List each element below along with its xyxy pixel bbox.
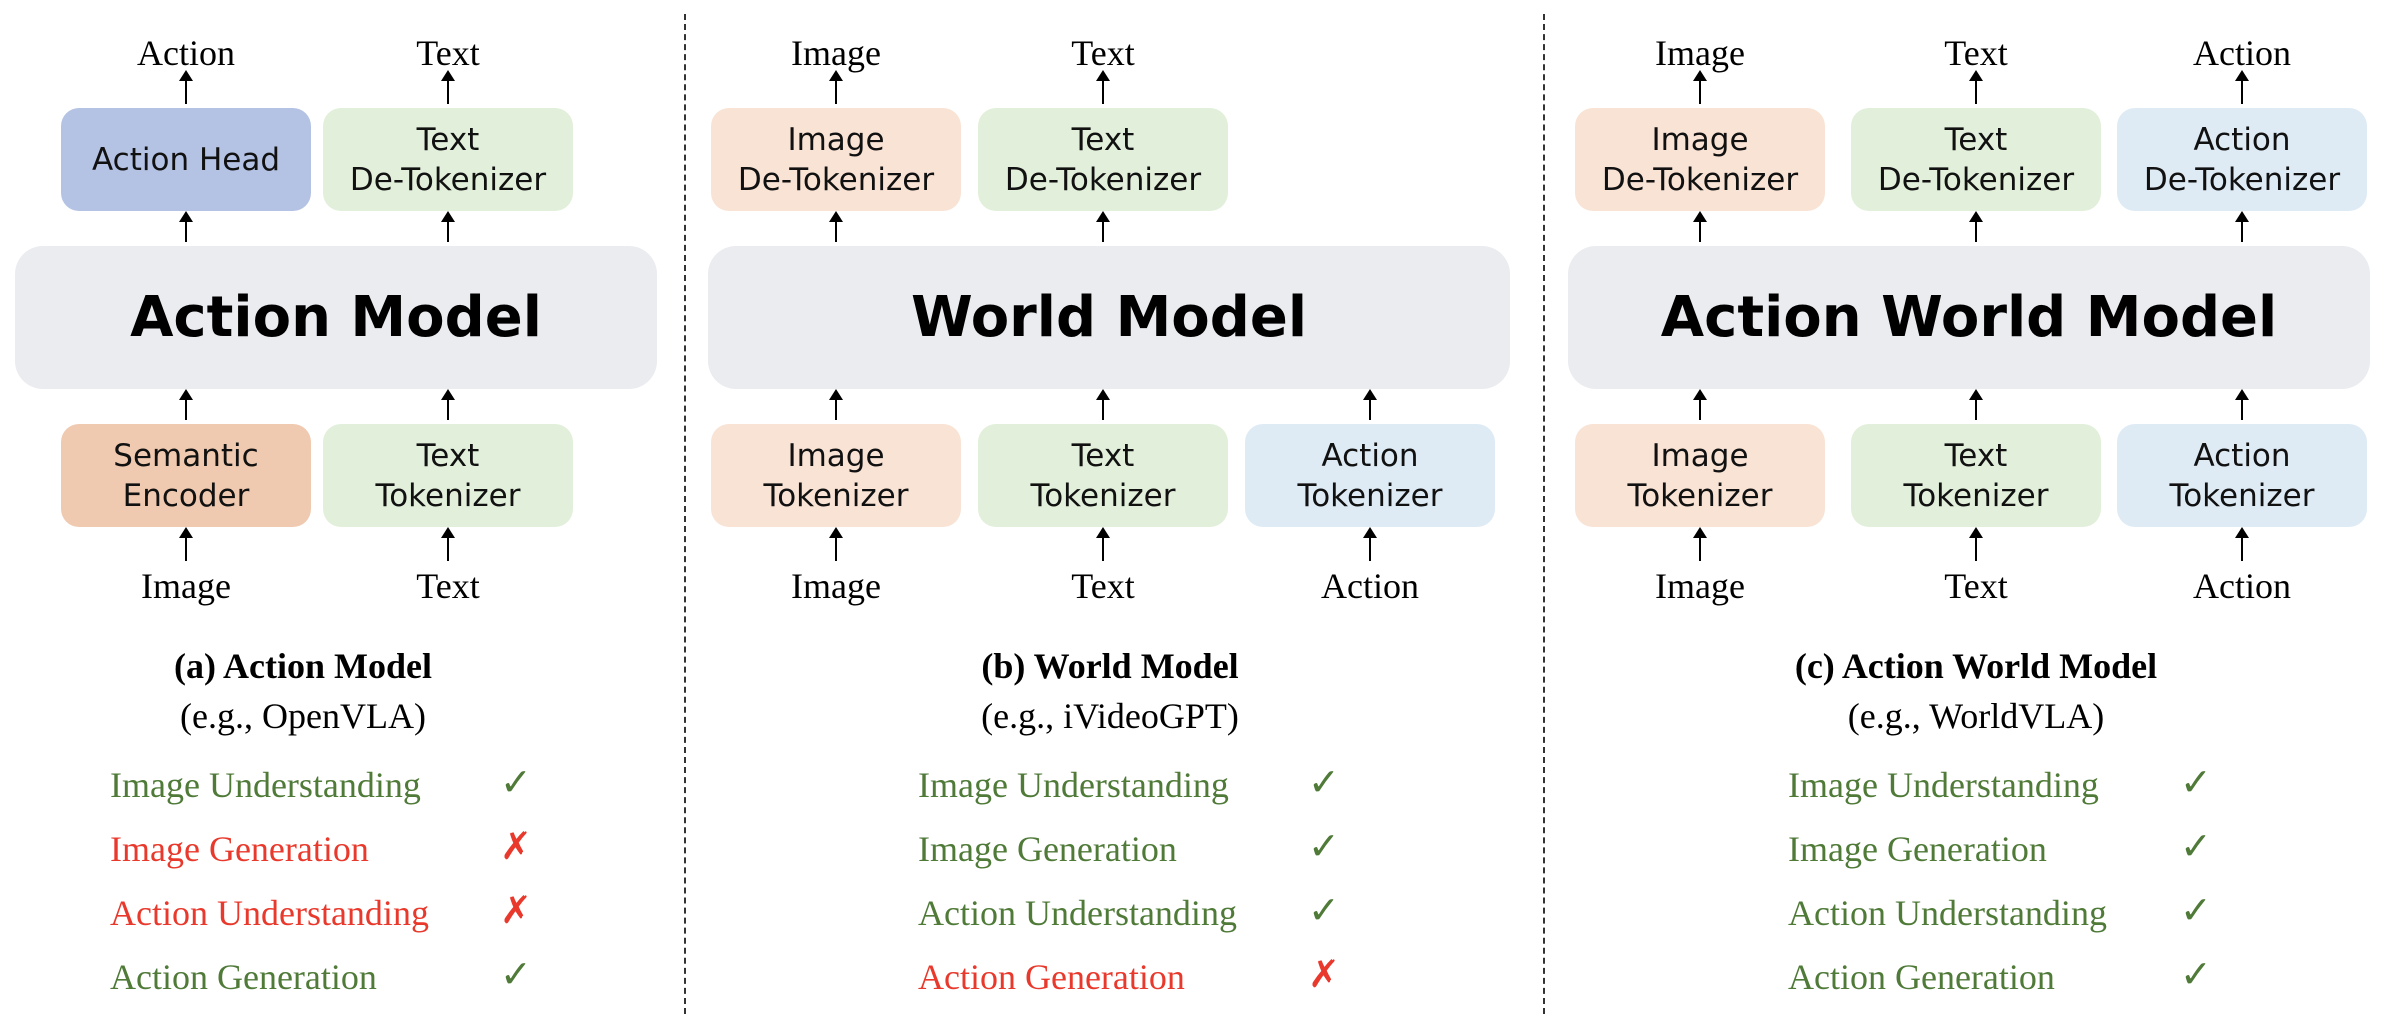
output-label: Image [1655, 33, 1745, 73]
up-arrow [1096, 389, 1110, 420]
caption-title: (c) Action World Model [1794, 646, 2158, 686]
model-block: World Model [708, 246, 1510, 389]
up-arrow [829, 527, 843, 561]
input-label: Image [791, 566, 881, 606]
up-arrow [441, 389, 455, 420]
output-module-box: Text De-Tokenizer [1851, 108, 2101, 211]
input-label: Action [1321, 566, 1419, 606]
up-arrow [1693, 389, 1707, 420]
panel-divider [684, 14, 686, 1014]
input-label: Text [1071, 566, 1135, 606]
output-module-box: Image De-Tokenizer [711, 108, 961, 211]
caption-title: (a) Action Model [174, 646, 432, 686]
output-label: Text [1944, 33, 2008, 73]
up-arrow [1363, 527, 1377, 561]
input-label: Text [416, 566, 480, 606]
up-arrow [1693, 70, 1707, 104]
input-module-box: Semantic Encoder [61, 424, 311, 527]
input-module-box: Image Tokenizer [711, 424, 961, 527]
capability-label: Image Understanding [918, 765, 1229, 805]
input-module-box: Text Tokenizer [1851, 424, 2101, 527]
input-module-box: Action Tokenizer [1245, 424, 1495, 527]
input-module-box: Text Tokenizer [323, 424, 573, 527]
up-arrow [1096, 70, 1110, 104]
up-arrow [179, 70, 193, 104]
capability-label: Action Generation [110, 957, 377, 997]
up-arrow [1969, 211, 1983, 242]
output-module-box: Image De-Tokenizer [1575, 108, 1825, 211]
up-arrow [441, 527, 455, 561]
model-block: Action World Model [1568, 246, 2370, 389]
cross-icon: ✗ [500, 888, 532, 932]
up-arrow [1363, 389, 1377, 420]
up-arrow [179, 389, 193, 420]
capability-label: Action Generation [1788, 957, 2055, 997]
caption-example: (e.g., iVideoGPT) [981, 696, 1239, 736]
checkmark-icon: ✓ [2180, 888, 2212, 932]
input-label: Text [1944, 566, 2008, 606]
caption-example: (e.g., OpenVLA) [180, 696, 426, 736]
output-label: Text [416, 33, 480, 73]
checkmark-icon: ✓ [2180, 952, 2212, 996]
capability-label: Image Generation [918, 829, 1177, 869]
up-arrow [1693, 211, 1707, 242]
checkmark-icon: ✓ [1308, 824, 1340, 868]
output-module-box: Text De-Tokenizer [978, 108, 1228, 211]
input-label: Action [2193, 566, 2291, 606]
up-arrow [2235, 70, 2249, 104]
capability-label: Action Understanding [918, 893, 1237, 933]
up-arrow [1969, 70, 1983, 104]
capability-label: Action Generation [918, 957, 1185, 997]
input-module-box: Image Tokenizer [1575, 424, 1825, 527]
checkmark-icon: ✓ [2180, 824, 2212, 868]
capability-label: Image Generation [110, 829, 369, 869]
up-arrow [1693, 527, 1707, 561]
up-arrow [829, 70, 843, 104]
up-arrow [441, 70, 455, 104]
input-module-box: Action Tokenizer [2117, 424, 2367, 527]
capability-label: Image Understanding [110, 765, 421, 805]
input-label: Image [1655, 566, 1745, 606]
capability-label: Action Understanding [110, 893, 429, 933]
output-module-box: Action De-Tokenizer [2117, 108, 2367, 211]
input-label: Image [141, 566, 231, 606]
model-block: Action Model [15, 246, 657, 389]
output-label: Text [1071, 33, 1135, 73]
panel-divider [1543, 14, 1545, 1014]
checkmark-icon: ✓ [1308, 760, 1340, 804]
up-arrow [2235, 389, 2249, 420]
up-arrow [2235, 527, 2249, 561]
checkmark-icon: ✓ [500, 952, 532, 996]
output-module-box: Action Head [61, 108, 311, 211]
checkmark-icon: ✓ [2180, 760, 2212, 804]
input-module-box: Text Tokenizer [978, 424, 1228, 527]
cross-icon: ✗ [500, 824, 532, 868]
up-arrow [1096, 211, 1110, 242]
capability-label: Action Understanding [1788, 893, 2107, 933]
up-arrow [179, 211, 193, 242]
output-label: Image [791, 33, 881, 73]
output-module-box: Text De-Tokenizer [323, 108, 573, 211]
cross-icon: ✗ [1308, 952, 1340, 996]
up-arrow [1969, 389, 1983, 420]
up-arrow [829, 211, 843, 242]
checkmark-icon: ✓ [1308, 888, 1340, 932]
output-label: Action [2193, 33, 2291, 73]
capability-label: Image Generation [1788, 829, 2047, 869]
up-arrow [179, 527, 193, 561]
up-arrow [441, 211, 455, 242]
up-arrow [1969, 527, 1983, 561]
up-arrow [1096, 527, 1110, 561]
output-label: Action [137, 33, 235, 73]
checkmark-icon: ✓ [500, 760, 532, 804]
capability-label: Image Understanding [1788, 765, 2099, 805]
up-arrow [2235, 211, 2249, 242]
caption-example: (e.g., WorldVLA) [1847, 696, 2105, 736]
up-arrow [829, 389, 843, 420]
caption-title: (b) World Model [981, 646, 1239, 686]
